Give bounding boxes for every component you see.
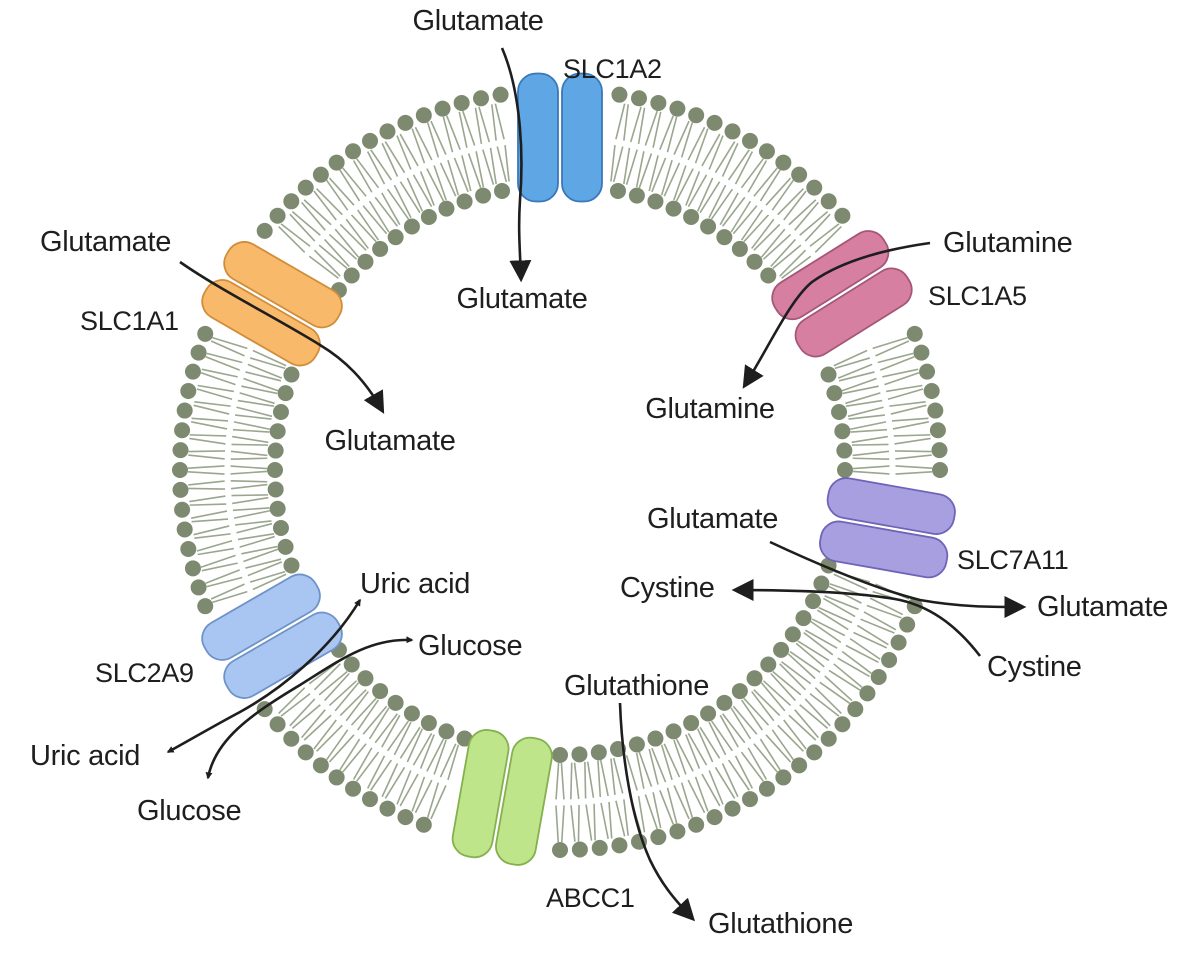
slc1a2-subunit-2: [561, 72, 603, 203]
slc1a1-protein: [201, 241, 343, 367]
abcc1-protein: [451, 729, 553, 866]
transport-arrows: [166, 47, 1027, 922]
lipid-tails: [187, 103, 933, 843]
slc2a9-uric-inside-label: Uric acid: [360, 568, 471, 600]
slc1a1-name: SLC1A1: [80, 306, 179, 336]
slc1a2-protein: [517, 72, 603, 203]
abcc1-inside-label: Glutathione: [564, 670, 710, 702]
slc1a5-inside-label: Glutamine: [645, 393, 775, 425]
lipid-bilayer: [172, 86, 948, 858]
slc7a11-cystine-in-label: Cystine: [620, 572, 715, 604]
slc7a11-protein: [819, 477, 956, 579]
slc7a11-glutamate-out-label: Glutamate: [1037, 591, 1169, 623]
slc2a9-uric-outside-label: Uric acid: [30, 740, 141, 772]
slc1a2-outside-label: Glutamate: [412, 5, 544, 37]
slc1a1-subunit-1: [201, 279, 321, 367]
slc2a9-glucose-arrow: [205, 636, 414, 780]
transporter-proteins: [201, 72, 956, 866]
slc2a9-protein: [201, 573, 343, 699]
slc1a1-inside-label: Glutamate: [324, 425, 456, 457]
slc1a5-subunit-1: [771, 230, 890, 321]
abcc1-arrow: [618, 702, 696, 922]
slc2a9-name: SLC2A9: [95, 658, 194, 688]
slc7a11-cystine-out-label: Cystine: [987, 651, 1082, 683]
slc1a2-name: SLC1A2: [563, 54, 662, 84]
abcc1-subunit-2: [451, 729, 510, 859]
slc2a9-glucose-outside-label: Glucose: [137, 795, 242, 827]
slc1a5-name: SLC1A5: [928, 281, 1027, 311]
slc1a2-inside-label: Glutamate: [456, 283, 588, 315]
slc7a11-name: SLC7A11: [957, 545, 1069, 575]
slc1a1-arrow: [179, 260, 385, 414]
slc1a2-subunit-1: [517, 72, 559, 203]
slc7a11-subunit-1: [826, 477, 956, 535]
abcc1-subunit-1: [495, 736, 553, 866]
slc7a11-subunit-2: [819, 520, 949, 579]
slc1a2-arrow: [500, 47, 532, 283]
slc2a9-glucose-inside-label: Glucose: [418, 630, 523, 662]
slc1a1-subunit-2: [223, 241, 343, 329]
abcc1-outside-label: Glutathione: [708, 908, 854, 940]
slc1a5-subunit-2: [794, 267, 913, 358]
slc7a11-cystine-arrow: [731, 579, 982, 657]
slc1a1-outside-label: Glutamate: [40, 226, 172, 258]
slc1a5-outside-label: Glutamine: [943, 227, 1073, 259]
lipid-heads: [172, 86, 948, 858]
slc1a5-arrow: [742, 241, 931, 389]
slc7a11-glutamate-arrow: [769, 540, 1027, 618]
abcc1-name: ABCC1: [546, 883, 635, 913]
slc1a5-protein: [771, 230, 913, 358]
slc7a11-glutamate-in-label: Glutamate: [647, 503, 779, 535]
